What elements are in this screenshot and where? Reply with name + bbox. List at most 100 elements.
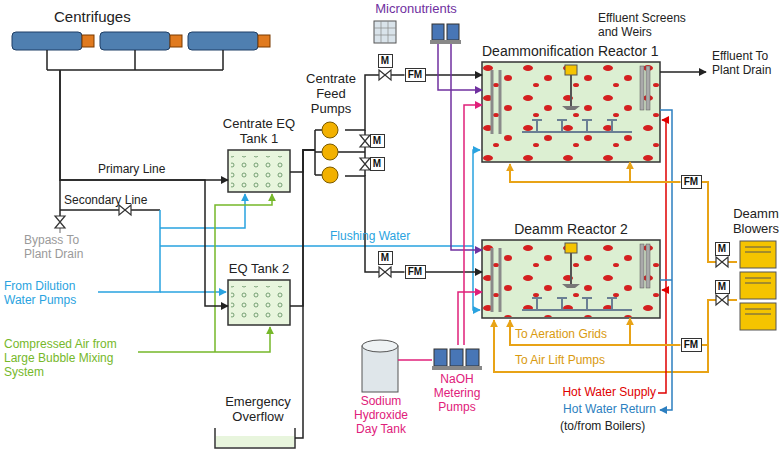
dilution-water-line bbox=[160, 194, 245, 228]
equalization-tank: EQ Tank 2 bbox=[221, 262, 297, 325]
node-body bbox=[432, 345, 482, 370]
micronutrient-tote-and-pumps bbox=[430, 40, 461, 44]
metering-pumps: NaOH Metering Pumps bbox=[428, 345, 486, 414]
pipe-connector bbox=[458, 292, 482, 345]
deammonification-reactors bbox=[482, 240, 660, 318]
centrifuge-icons bbox=[188, 32, 258, 50]
feed-pump-icons bbox=[315, 130, 365, 176]
day-tank: Sodium Hydroxide Day Tank bbox=[345, 340, 417, 436]
motor-valve-tag: M bbox=[378, 251, 393, 265]
centrifuge-icons bbox=[100, 32, 170, 50]
eq-tanks bbox=[215, 428, 295, 448]
part-callout: Effluent Screens and Weirs bbox=[598, 12, 698, 40]
line-label: Flushing Water bbox=[330, 230, 430, 244]
node-body bbox=[315, 120, 345, 186]
tag-text: FM bbox=[408, 266, 422, 278]
source-note: Compressed Air from Large Bubble Mixing … bbox=[4, 338, 136, 379]
naoh-day-tank-and-pumps bbox=[432, 366, 482, 370]
valve-symbol bbox=[55, 216, 65, 228]
node-heading: Emergency Overflow bbox=[212, 395, 304, 425]
naoh-day-tank-and-pumps bbox=[362, 340, 398, 352]
deammonification-reactors bbox=[492, 65, 650, 134]
centrifuge-icons bbox=[12, 32, 270, 70]
destination-note: (to/from Boilers) bbox=[560, 420, 670, 434]
tag-text: FM bbox=[684, 339, 698, 351]
deammonification-reactors bbox=[482, 62, 660, 318]
pipe-connector bbox=[702, 182, 738, 262]
centrifuge-group: Centrifuges bbox=[10, 8, 275, 70]
pipe-connector bbox=[345, 176, 405, 272]
air-distribution-lines bbox=[510, 320, 630, 345]
deammonification-reactors bbox=[483, 63, 659, 161]
dilution-water-line bbox=[98, 210, 160, 292]
hot-water-lines bbox=[658, 110, 672, 410]
chemical-feed-unit: Micronutrients bbox=[368, 2, 464, 44]
line-label: To Air Lift Pumps bbox=[515, 354, 625, 368]
bypass-note: Bypass To Plant Drain bbox=[24, 234, 98, 262]
motor-valve-tag: M bbox=[370, 134, 385, 148]
eq-tanks bbox=[228, 280, 290, 325]
micronutrient-tote-and-pumps bbox=[374, 21, 396, 43]
node-heading: Micronutrients bbox=[368, 2, 464, 17]
micronutrient-tote-and-pumps bbox=[432, 24, 444, 40]
valve-symbol bbox=[379, 70, 391, 80]
eq-tanks bbox=[228, 150, 290, 192]
blower-icons bbox=[740, 241, 776, 268]
node-body bbox=[228, 150, 290, 192]
tag-text: M bbox=[718, 243, 726, 255]
flow-meter: FM bbox=[405, 265, 426, 279]
pipe-connector bbox=[451, 44, 482, 250]
feed-pump-icons bbox=[322, 167, 338, 183]
naoh-day-tank-and-pumps bbox=[362, 346, 398, 392]
flow-meter: FM bbox=[681, 338, 702, 352]
line-label: Secondary Line bbox=[64, 194, 154, 208]
node-body bbox=[10, 28, 275, 70]
blower-icons bbox=[745, 247, 771, 314]
tag-text: FM bbox=[408, 69, 422, 81]
centrifuge-icons bbox=[47, 50, 223, 70]
dilution-water-line bbox=[473, 246, 480, 310]
valve-symbol bbox=[360, 135, 370, 147]
destination-note: Effluent To Plant Drain bbox=[712, 50, 780, 78]
pipe-connector bbox=[295, 150, 315, 438]
valve-symbol bbox=[55, 70, 728, 305]
effluent-line bbox=[660, 71, 706, 73]
equalization-tank: Centrate EQ Tank 1 bbox=[221, 117, 297, 192]
hot-water-lines bbox=[662, 289, 666, 291]
node-heading: Deamm Reactor 2 bbox=[482, 221, 660, 237]
pipe-connector bbox=[630, 318, 681, 345]
hot-water-lines bbox=[660, 110, 672, 410]
hot-water-lines bbox=[658, 120, 666, 393]
centrifuge-icons bbox=[12, 32, 82, 50]
blower-icons bbox=[740, 272, 776, 299]
node-heading: Centrate EQ Tank 1 bbox=[221, 117, 297, 147]
naoh-day-tank-and-pumps bbox=[466, 349, 479, 366]
tag-text: M bbox=[373, 135, 381, 147]
blower-group: Deamm Blowers bbox=[731, 207, 781, 330]
node-body bbox=[372, 20, 462, 44]
pipe-connector bbox=[426, 271, 483, 273]
feed-pump-icons bbox=[315, 122, 365, 183]
motor-valve-tag: M bbox=[715, 280, 730, 294]
tag-text: FM bbox=[684, 176, 698, 188]
feed-pump-icons bbox=[322, 144, 338, 160]
node-heading: Sodium Hydroxide Day Tank bbox=[345, 395, 417, 436]
flow-meter: FM bbox=[405, 68, 426, 82]
blower-icons bbox=[740, 303, 776, 330]
eq-tanks bbox=[216, 436, 294, 447]
bypass-and-secondary-line bbox=[60, 209, 160, 211]
eq-tanks bbox=[231, 286, 287, 322]
tag-text: M bbox=[373, 158, 381, 170]
overflow-tank: Emergency Overflow bbox=[212, 395, 304, 448]
bypass-and-secondary-line bbox=[59, 228, 61, 233]
line-label: Hot Water Return bbox=[553, 403, 656, 417]
node-body bbox=[482, 240, 660, 318]
air-distribution-lines bbox=[510, 164, 630, 182]
micronutrient-tote-and-pumps bbox=[447, 24, 459, 40]
micronutrient-tote-and-pumps bbox=[374, 21, 461, 44]
naoh-day-tank-and-pumps bbox=[434, 349, 447, 366]
eq-tanks bbox=[231, 156, 287, 189]
node-body bbox=[482, 62, 660, 162]
tag-text: M bbox=[381, 252, 389, 264]
pipe-connector bbox=[60, 70, 228, 306]
